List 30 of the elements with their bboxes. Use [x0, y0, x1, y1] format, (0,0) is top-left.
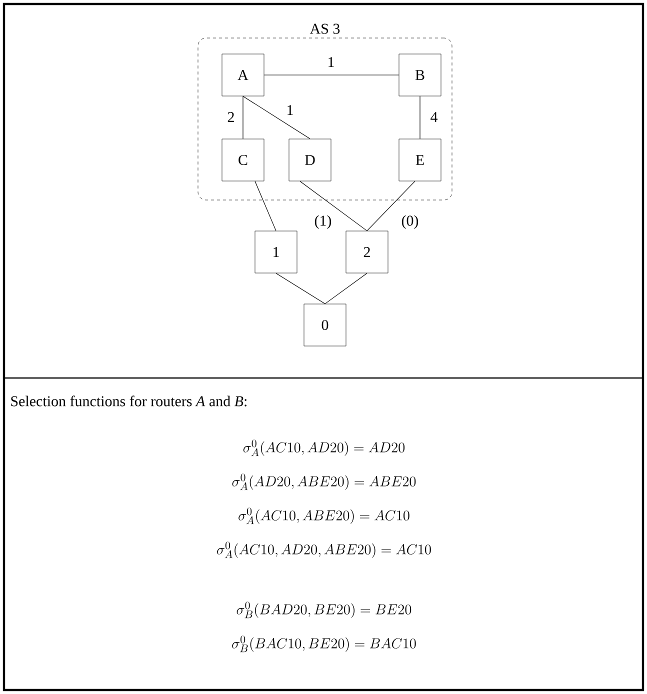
formula: $\sigma_A^0(AD20, ABE20) = ABE20$ — [232, 474, 416, 490]
formula: $\sigma_A^0(AC10, AD20, ABE20) = AC10$ — [217, 542, 431, 558]
connector-line — [264, 74, 400, 76]
connector-line — [324, 272, 368, 304]
router-box: E — [398, 138, 442, 182]
edge-label: 1 — [326, 56, 336, 68]
edge-label: 4 — [429, 111, 439, 123]
node-label: AS 3 — [310, 24, 340, 34]
router-box: A — [222, 54, 264, 96]
router-box: 0 — [304, 304, 346, 346]
edge-label: (1) — [313, 214, 333, 230]
connector-line — [276, 272, 326, 304]
formula: $\sigma_A^0(AC10, ABE20) = AC10$ — [238, 508, 410, 524]
formula: $\sigma_B^0(BAD20, BE20) = BE20$ — [236, 602, 412, 618]
router-box: C — [222, 138, 264, 182]
router-box: 1 — [254, 230, 298, 274]
connector-line — [300, 180, 368, 232]
caption-text: Selection functions for routers A and B: — [11, 396, 246, 406]
connector-line — [242, 96, 310, 140]
router-box: B — [398, 54, 442, 96]
edge-label: 2 — [226, 111, 236, 123]
router-box: 2 — [346, 230, 388, 274]
connector-line — [254, 180, 276, 232]
router-box: D — [288, 138, 332, 182]
connector-line — [366, 180, 416, 232]
edge-label: 1 — [285, 104, 295, 116]
edge-label: (0) — [400, 214, 420, 230]
formula: $\sigma_B^0(BAC10, BE20) = BAC10$ — [232, 636, 416, 652]
connector-line — [242, 96, 244, 140]
formula: $\sigma_A^0(AC10, AD20) = AD20$ — [243, 440, 405, 456]
